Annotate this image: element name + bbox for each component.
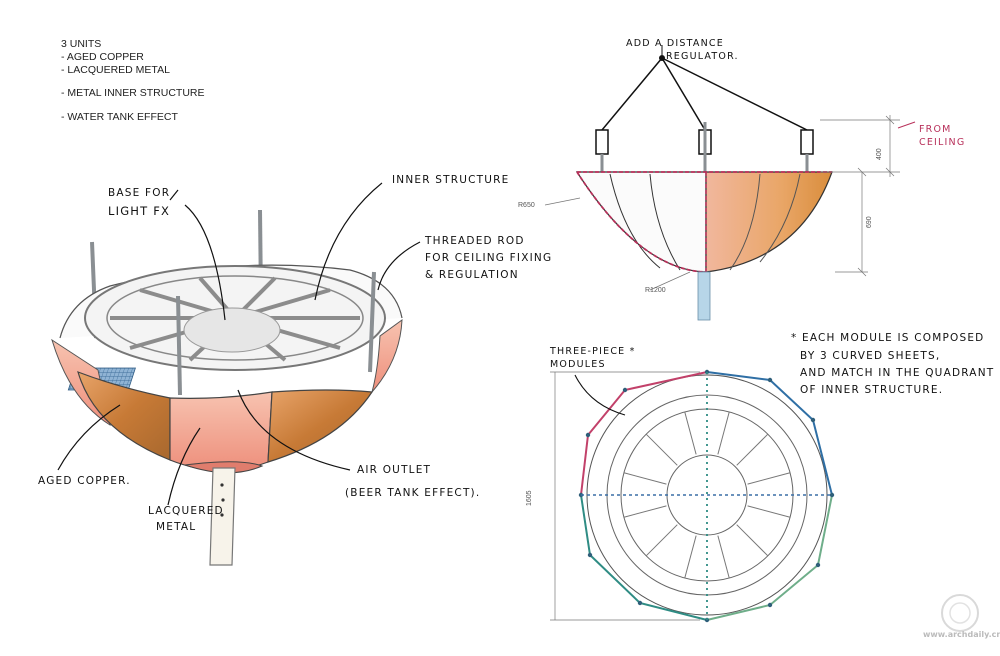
plan-spoke bbox=[747, 472, 791, 485]
plan-node bbox=[815, 562, 821, 568]
plan-node bbox=[810, 417, 816, 423]
plan-node bbox=[585, 432, 591, 438]
light-base-disc bbox=[183, 307, 281, 353]
plan-spoke bbox=[747, 505, 791, 518]
label-from-ceiling: FROM bbox=[919, 124, 952, 135]
plan-node bbox=[622, 387, 628, 393]
label-three-piece: THREE-PIECE * bbox=[550, 346, 636, 357]
plan-module-blue bbox=[706, 371, 833, 496]
label-threaded-rod: THREADED ROD bbox=[425, 235, 525, 247]
spec-line: - LACQUERED METAL bbox=[61, 64, 170, 76]
bowl-bottom bbox=[184, 461, 264, 474]
label-inner-structure: INNER STRUCTURE bbox=[392, 174, 510, 186]
plan-dimensions bbox=[550, 371, 700, 621]
inner-structure-ring-inner bbox=[106, 275, 364, 361]
plan-module-pink bbox=[580, 371, 708, 496]
label-air-outlet: AIR OUTLET bbox=[357, 464, 432, 476]
plan-spoke bbox=[736, 433, 769, 466]
plan-spoke bbox=[645, 433, 678, 466]
lacquered-panel bbox=[371, 318, 403, 393]
watermark-logo bbox=[941, 594, 979, 632]
suspension-cable bbox=[661, 57, 808, 131]
plan-node bbox=[829, 492, 835, 498]
copper-panel bbox=[267, 389, 374, 463]
watermark-text: www.archdaily.cn bbox=[923, 630, 1000, 639]
plan-node bbox=[587, 552, 593, 558]
plan-spoke bbox=[623, 505, 667, 518]
label-module-note: AND MATCH IN THE QUADRANT bbox=[800, 367, 995, 379]
label-base-light: LIGHT FX bbox=[108, 204, 171, 218]
threaded-rod bbox=[368, 271, 376, 373]
plan-spoke bbox=[684, 535, 697, 579]
plan-module-green bbox=[706, 494, 833, 621]
plan-spoke bbox=[736, 524, 769, 557]
label-aged-copper: AGED COPPER. bbox=[38, 475, 131, 487]
label-base-light: BASE FOR bbox=[108, 187, 171, 199]
elevation-dimensions bbox=[544, 115, 900, 291]
plan-node bbox=[767, 377, 773, 383]
label-air-outlet: (BEER TANK EFFECT). bbox=[345, 487, 481, 499]
dim-1605: 1605 bbox=[526, 490, 533, 506]
suspension-cable bbox=[601, 57, 663, 131]
plan-node bbox=[637, 600, 643, 606]
plan-spoke bbox=[717, 535, 730, 579]
plan-module-teal bbox=[580, 494, 708, 621]
perspective-view bbox=[51, 182, 421, 566]
plan-node bbox=[767, 602, 773, 608]
plan-spoke bbox=[645, 524, 678, 557]
label-threaded-rod: FOR CEILING FIXING bbox=[425, 252, 553, 264]
label-regulator: REGULATOR. bbox=[666, 51, 739, 62]
spec-line: 3 UNITS bbox=[61, 38, 102, 50]
elevation-shell-right bbox=[705, 171, 833, 273]
label-module-note: * EACH MODULE IS COMPOSED bbox=[791, 332, 985, 344]
label-module-note: OF INNER STRUCTURE. bbox=[800, 384, 944, 396]
spec-line: - METAL INNER STRUCTURE bbox=[61, 87, 205, 99]
plan-spokes bbox=[623, 411, 791, 579]
label-three-piece: MODULES bbox=[550, 359, 606, 370]
dim-690: 690 bbox=[866, 216, 873, 228]
plan-view bbox=[550, 369, 835, 623]
distance-regulator bbox=[800, 129, 814, 155]
label-lacquered-metal: LACQUERED bbox=[148, 505, 224, 517]
lacquered-panel bbox=[169, 391, 273, 472]
elevation-view bbox=[544, 45, 916, 321]
label-module-note: BY 3 CURVED SHEETS, bbox=[800, 350, 941, 362]
label-lacquered-metal: METAL bbox=[156, 521, 197, 533]
label-regulator: ADD A DISTANCE bbox=[626, 38, 724, 49]
plan-spoke bbox=[684, 411, 697, 455]
dim-r1200: R1200 bbox=[645, 287, 666, 294]
spec-line: - AGED COPPER bbox=[61, 51, 144, 63]
suspension-cable bbox=[661, 57, 706, 131]
elevation-shell-left bbox=[575, 171, 707, 273]
label-from-ceiling: CEILING bbox=[919, 137, 966, 148]
distance-regulator bbox=[595, 129, 609, 155]
dim-r650: R650 bbox=[518, 202, 535, 209]
threaded-rod bbox=[176, 295, 182, 396]
spec-line: - WATER TANK EFFECT bbox=[61, 111, 178, 123]
plan-spoke bbox=[717, 411, 730, 455]
elevation-post bbox=[697, 271, 711, 321]
label-threaded-rod: & REGULATION bbox=[425, 269, 519, 281]
perspective-leaders bbox=[57, 182, 421, 506]
plan-spoke bbox=[623, 472, 667, 485]
dim-400: 400 bbox=[876, 148, 883, 160]
